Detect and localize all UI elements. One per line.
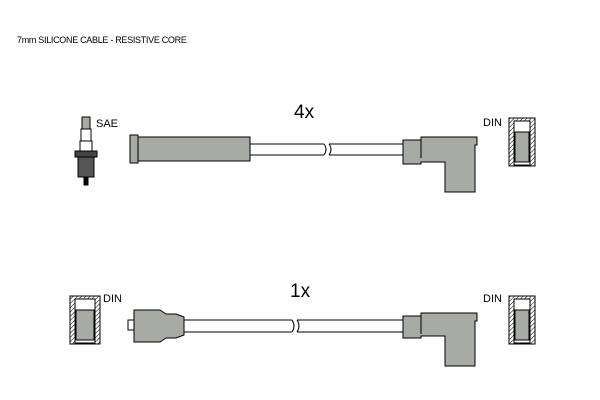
cable-bottom — [127, 309, 478, 367]
label-din-top-right: DIN — [483, 117, 502, 129]
din-cap-icon — [508, 295, 536, 345]
quantity-top: 4x — [294, 102, 315, 123]
diagram-title: 7mm SILICONE CABLE - RESISTIVE CORE — [17, 35, 187, 45]
spark-plug-icon — [74, 116, 98, 186]
cable-top — [129, 134, 478, 193]
label-sae: SAE — [96, 118, 119, 130]
label-din-bottom-right: DIN — [483, 293, 502, 305]
din-cap-icon — [69, 295, 101, 345]
quantity-bottom: 1x — [290, 281, 311, 302]
label-din-bottom-left: DIN — [103, 293, 122, 305]
din-cap-icon — [508, 117, 536, 167]
